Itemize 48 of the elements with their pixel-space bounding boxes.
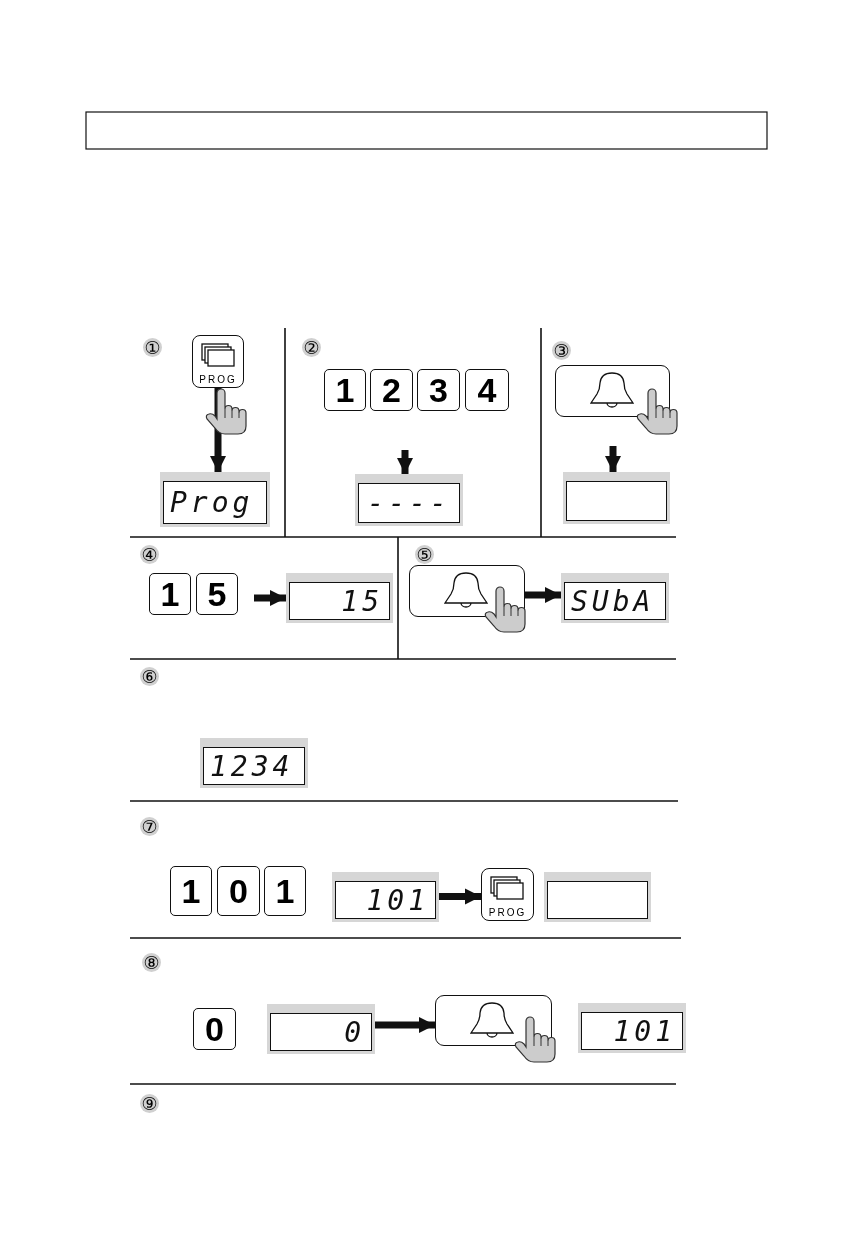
step-number: ⑥ xyxy=(140,667,159,686)
lcd-display xyxy=(544,872,651,922)
step-number: ⑨ xyxy=(140,1094,159,1113)
bell-button xyxy=(555,365,670,417)
prog-button xyxy=(481,868,534,921)
lcd-display xyxy=(200,738,308,788)
display-readout: 0 xyxy=(270,1013,372,1051)
display-readout: 101 xyxy=(581,1012,683,1050)
lcd-display xyxy=(267,1004,375,1054)
arrow xyxy=(525,587,561,603)
display-readout: ---- xyxy=(358,483,460,523)
number-key: 1 xyxy=(324,369,366,411)
step-number: ⑧ xyxy=(142,953,161,972)
arrow xyxy=(439,888,481,905)
step-number: ⑦ xyxy=(140,817,159,836)
number-key: 1 xyxy=(264,866,306,916)
prog-button xyxy=(192,335,244,388)
bell-button xyxy=(435,995,552,1046)
display-readout: 15 xyxy=(289,582,390,620)
number-key: 3 xyxy=(417,369,460,411)
lcd-display xyxy=(332,872,439,922)
arrow xyxy=(210,388,226,472)
step-number: ① xyxy=(143,338,162,357)
lcd-display xyxy=(578,1003,686,1053)
step-number: ② xyxy=(302,338,321,357)
button-label: PROG xyxy=(198,374,238,385)
number-key: 5 xyxy=(196,573,238,615)
button-label: PROG xyxy=(487,907,528,918)
step-number: ③ xyxy=(552,341,571,360)
bell-button xyxy=(409,565,525,617)
lcd-display xyxy=(160,472,270,527)
number-key: 4 xyxy=(465,369,509,411)
number-key: 0 xyxy=(217,866,260,916)
lcd-display xyxy=(563,472,670,524)
number-key: 1 xyxy=(149,573,191,615)
display-readout: 101 xyxy=(335,881,436,919)
lcd-display xyxy=(561,573,669,623)
number-key: 1 xyxy=(170,866,212,916)
display-readout: Prog xyxy=(163,481,267,524)
display-readout: SUbA xyxy=(564,582,666,620)
number-key: 0 xyxy=(193,1008,236,1050)
lcd-display xyxy=(355,474,463,526)
lcd-display xyxy=(286,573,393,623)
display-readout: 1234 xyxy=(203,747,305,785)
arrow xyxy=(375,1017,435,1033)
step-number: ④ xyxy=(140,545,159,564)
step-number: ⑤ xyxy=(415,545,434,564)
number-key: 2 xyxy=(370,369,413,411)
